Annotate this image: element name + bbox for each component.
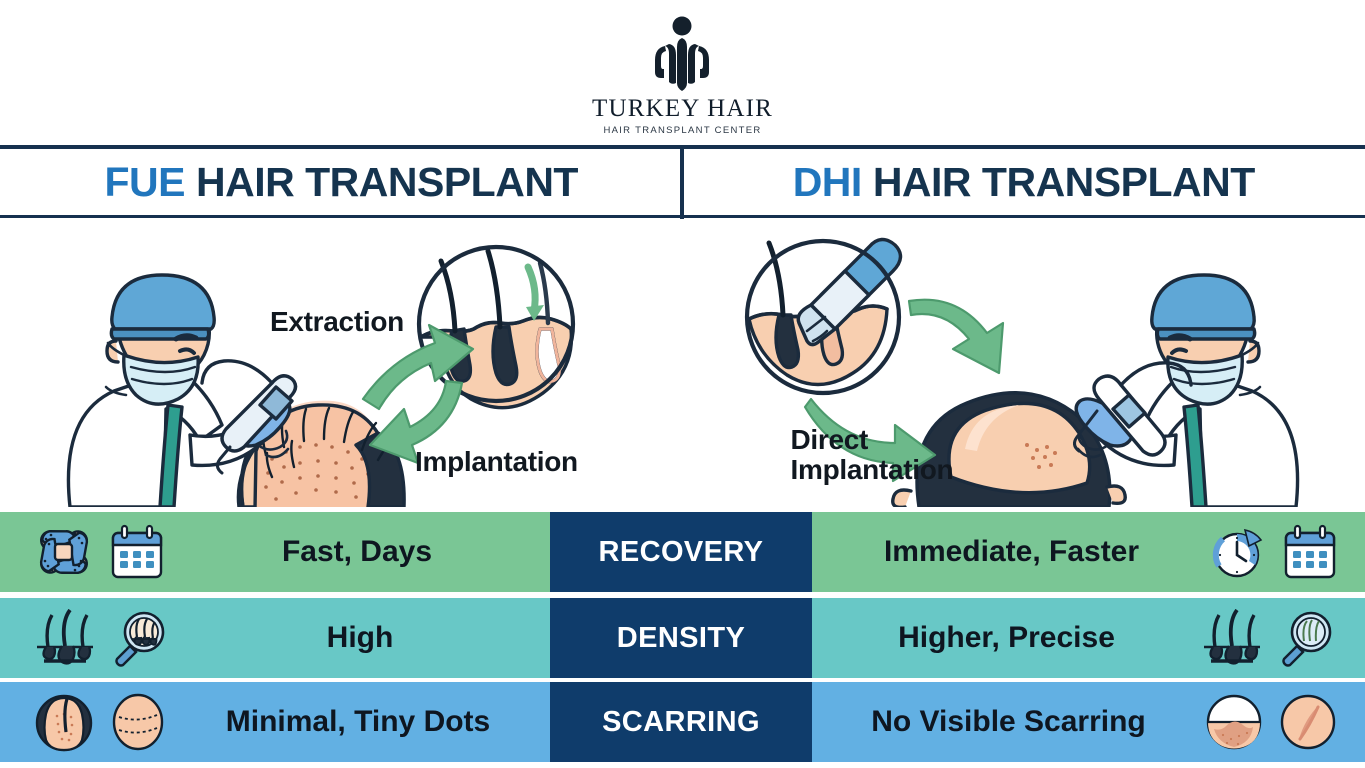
row-scarring-fue-value: Minimal, Tiny Dots bbox=[225, 705, 491, 738]
table-row: High DENSITY Higher, Precise bbox=[0, 598, 1365, 678]
hair-follicle-monogram-icon bbox=[655, 16, 710, 91]
headings-row: FUE HAIR TRANSPLANT DHI HAIR TRANSPLANT bbox=[0, 149, 1365, 215]
arrow-extraction bbox=[361, 323, 475, 411]
row-density-dhi-value: Higher, Precise bbox=[898, 621, 1115, 654]
row-recovery-dhi-icons bbox=[1211, 524, 1337, 580]
row-scarring-dhi-value: No Visible Scarring bbox=[871, 705, 1146, 738]
clock-refresh-icon bbox=[1212, 528, 1263, 578]
panel-fue-illustration: Extraction Implantation bbox=[0, 219, 683, 507]
row-recovery-fue-cell: Fast, Days bbox=[0, 512, 550, 592]
hair-follicles-icon bbox=[37, 609, 93, 665]
row-scarring-fue-icons bbox=[34, 692, 166, 752]
healed-scar-icon bbox=[1280, 694, 1336, 750]
panel-dhi-illustration: Direct Implantation bbox=[682, 219, 1365, 507]
label-extraction: Extraction bbox=[270, 306, 404, 337]
brand-logo: TURKEY HAIR HAIR TRANSPLANT CENTER bbox=[592, 12, 773, 136]
comparison-table: Fast, Days RECOVERY Immediate, Faster bbox=[0, 510, 1365, 768]
heading-fue-accent: FUE bbox=[104, 158, 186, 205]
table-row: Minimal, Tiny Dots SCARRING No Visible S… bbox=[0, 682, 1365, 762]
crossed-bandages-icon bbox=[39, 530, 89, 574]
brand-name: TURKEY HAIR bbox=[591, 94, 773, 122]
label-implantation: Implantation bbox=[415, 446, 578, 477]
surgeon-fue bbox=[66, 273, 298, 507]
heading-fue-rest: HAIR TRANSPLANT bbox=[196, 158, 578, 205]
heading-dhi-rest: HAIR TRANSPLANT bbox=[872, 158, 1255, 205]
arrow-dhi-top bbox=[907, 298, 1004, 375]
surgeon-dhi bbox=[1072, 273, 1299, 507]
row-scarring-dhi-cell: No Visible Scarring bbox=[812, 682, 1365, 762]
hair-follicles-icon bbox=[1204, 609, 1260, 665]
brand-tagline: HAIR TRANSPLANT CENTER bbox=[603, 124, 762, 136]
dhi-pen-inset bbox=[744, 237, 902, 396]
row-density-fue-value: High bbox=[326, 621, 394, 654]
row-scarring-dhi-icons bbox=[1205, 693, 1337, 751]
scalp-linear-scar-icon bbox=[112, 693, 164, 751]
calendar-icon bbox=[111, 524, 163, 579]
fue-procedure-illustration bbox=[66, 244, 576, 507]
arrow-implantation bbox=[368, 379, 464, 465]
magnifier-follicles-icon bbox=[1282, 611, 1332, 667]
table-row: Fast, Days RECOVERY Immediate, Faster bbox=[0, 512, 1365, 592]
row-recovery-fue-icons bbox=[34, 523, 164, 581]
heading-dhi-accent: DHI bbox=[792, 158, 863, 205]
row-recovery-dhi-cell: Immediate, Faster bbox=[812, 512, 1365, 592]
row-recovery-criterion: RECOVERY bbox=[550, 512, 812, 592]
scalp-dot-scar-icon bbox=[35, 694, 93, 752]
row-density-fue-icons bbox=[34, 609, 170, 667]
fue-follicle-inset bbox=[416, 244, 576, 410]
dhi-procedure-illustration bbox=[744, 237, 1299, 507]
row-density-criterion: DENSITY bbox=[550, 598, 812, 678]
illustration-panels: Extraction Implantation bbox=[0, 219, 1365, 507]
row-scarring-fue-cell: Minimal, Tiny Dots bbox=[0, 682, 550, 762]
label-direct-line1: Direct bbox=[790, 424, 869, 455]
row-recovery-dhi-value: Immediate, Faster bbox=[883, 535, 1140, 568]
row-density-fue-cell: High bbox=[0, 598, 550, 678]
row-density-dhi-icons bbox=[1201, 609, 1337, 667]
heading-fue: FUE HAIR TRANSPLANT bbox=[0, 149, 683, 215]
arrow-dhi-bottom bbox=[803, 397, 936, 483]
heading-dhi: DHI HAIR TRANSPLANT bbox=[683, 149, 1365, 215]
magnifier-follicles-icon bbox=[115, 611, 165, 667]
row-recovery-fue-value: Fast, Days bbox=[281, 535, 433, 568]
row-scarring-criterion: SCARRING bbox=[550, 682, 812, 762]
calendar-icon bbox=[1284, 524, 1336, 579]
label-direct-line2: Implantation bbox=[790, 453, 954, 485]
skin-texture-icon bbox=[1206, 694, 1262, 750]
logo-band: TURKEY HAIR HAIR TRANSPLANT CENTER bbox=[0, 0, 1365, 147]
label-direct-implantation: Direct Implantation bbox=[791, 425, 954, 484]
patient-head-dhi bbox=[890, 391, 1127, 507]
row-density-dhi-cell: Higher, Precise bbox=[812, 598, 1365, 678]
